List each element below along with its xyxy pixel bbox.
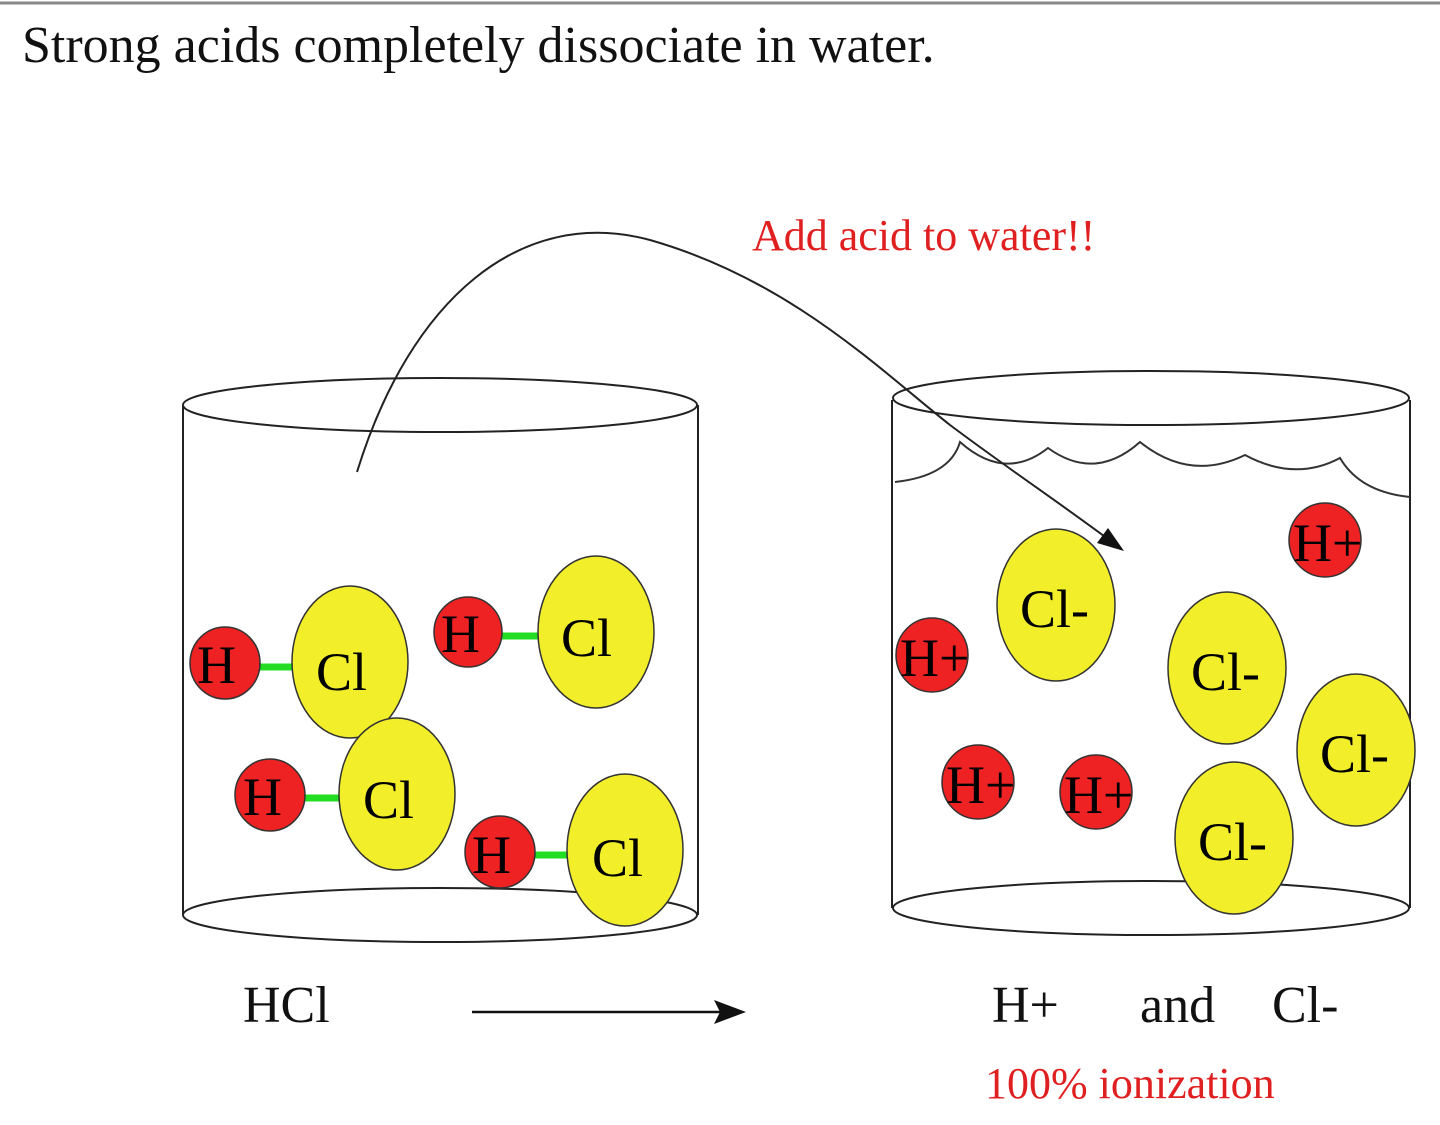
chlorine-label: Cl — [316, 642, 367, 702]
hcl-molecule: H Cl — [433, 555, 655, 709]
chloride-ion: Cl- — [1174, 761, 1294, 915]
arrow-right-icon — [472, 1000, 746, 1024]
chloride-label: Cl- — [1020, 579, 1089, 639]
hydrogen-ion-label: H+ — [900, 628, 969, 688]
right-beaker — [891, 370, 1411, 936]
water-surface — [894, 440, 1411, 498]
hcl-molecule: H Cl — [464, 773, 684, 927]
chloride-label: Cl- — [1320, 724, 1389, 784]
hcl-molecule: H Cl — [234, 717, 456, 871]
instruction-note: Add acid to water!! — [752, 211, 1095, 260]
chlorine-atom — [338, 717, 456, 871]
chlorine-atom — [566, 773, 684, 927]
ionization-label: 100% ionization — [985, 1059, 1275, 1108]
hcl-molecule: H Cl — [189, 585, 409, 739]
product-and-label: and — [1140, 977, 1215, 1034]
hydrogen-ion: H+ — [1059, 754, 1133, 830]
hydrogen-atom — [189, 626, 261, 700]
chloride-ion: Cl- — [1296, 673, 1416, 827]
chloride-ion: Cl- — [996, 528, 1116, 682]
chloride-ion: Cl- — [1167, 591, 1287, 745]
hydrogen-ion-label: H+ — [1064, 765, 1133, 825]
chlorine-label: Cl — [592, 828, 643, 888]
chlorine-label: Cl — [363, 770, 414, 830]
hydrogen-ion: H+ — [895, 617, 969, 693]
hydrogen-atom — [464, 815, 536, 889]
hydrogen-atom — [433, 596, 503, 668]
chlorine-label: Cl — [561, 608, 612, 668]
product-cl-minus-label: Cl- — [1272, 977, 1338, 1034]
chloride-label: Cl- — [1191, 642, 1260, 702]
hydrogen-label: H — [472, 825, 511, 885]
left-beaker — [182, 377, 699, 943]
hydrogen-ion: H+ — [1288, 502, 1362, 578]
curved-arrow-icon — [356, 231, 1124, 551]
reactant-label: HCl — [243, 977, 330, 1034]
hydrogen-label: H — [243, 767, 282, 827]
hydrogen-label: H — [197, 635, 236, 695]
page-title: Strong acids completely dissociate in wa… — [22, 17, 935, 74]
chloride-label: Cl- — [1198, 812, 1267, 872]
hydrogen-ion-label: H+ — [1293, 513, 1362, 573]
hydrogen-atom — [234, 758, 306, 832]
hydrogen-ion-label: H+ — [946, 755, 1015, 815]
hydrogen-ion: H+ — [941, 744, 1015, 820]
hydrogen-label: H — [441, 604, 480, 664]
product-h-plus-label: H+ — [992, 977, 1059, 1034]
chlorine-atom — [537, 555, 655, 709]
chlorine-atom — [291, 585, 409, 739]
